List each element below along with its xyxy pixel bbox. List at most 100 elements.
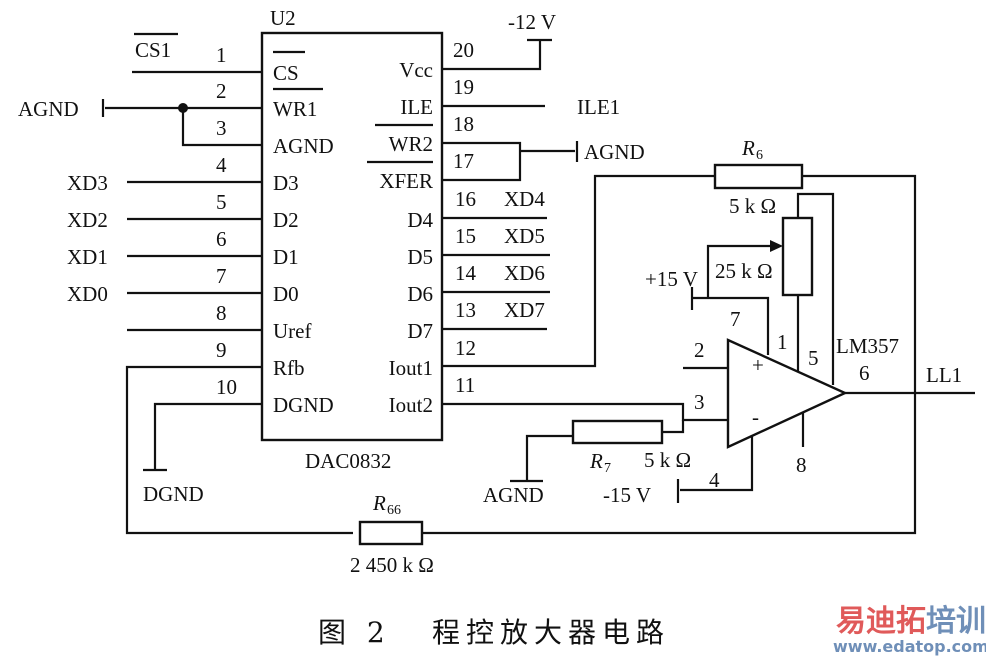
- pin-name: Iout1: [389, 356, 433, 380]
- left-pin-numbers: 1 2 3 4 5 6 7 8 9 10: [216, 43, 237, 399]
- opamp-minus: -: [752, 405, 759, 429]
- opamp-pin-number: 3: [694, 390, 705, 414]
- wiper-wire: [706, 244, 770, 298]
- net-vneg15: -15 V: [603, 483, 651, 507]
- ic-ref-label: U2: [270, 6, 296, 30]
- left-pin-wires: [101, 70, 353, 535]
- net-xd0: XD0: [67, 282, 108, 306]
- pin-number: 15: [455, 224, 476, 248]
- net-output: LL1: [926, 363, 962, 387]
- net-xd3: XD3: [67, 171, 108, 195]
- feedback-wire: [423, 174, 917, 535]
- r66-ref: R: [372, 491, 386, 515]
- r66-sub: 66: [387, 503, 401, 518]
- pin-name: WR2: [389, 132, 433, 156]
- pin3-wire: [181, 108, 262, 147]
- pin-number: 19: [453, 75, 474, 99]
- pin-number: 3: [216, 116, 227, 140]
- opamp-pin-number: 8: [796, 453, 807, 477]
- pin-name: AGND: [273, 134, 334, 158]
- opamp-pin-number: 5: [808, 346, 819, 370]
- pin-number: 10: [216, 375, 237, 399]
- net-cs1: CS1: [135, 38, 171, 62]
- pin-name: D7: [407, 319, 433, 343]
- pin-number: 18: [453, 112, 474, 136]
- pin-number: 2: [216, 79, 227, 103]
- pin-number: 6: [216, 227, 227, 251]
- pin-name: D3: [273, 171, 299, 195]
- net-xd5: XD5: [504, 224, 545, 248]
- wiper-arrow-icon: [770, 240, 783, 252]
- pin-number: 20: [453, 38, 474, 62]
- pot-top-wire: [796, 192, 835, 385]
- opamp-plus: +: [752, 353, 764, 377]
- r7-right-wire: [662, 420, 685, 434]
- pin-number: 14: [455, 261, 477, 285]
- watermark-url: www.edatop.com: [833, 637, 986, 656]
- pin-name: D5: [407, 245, 433, 269]
- r66-resistor: [358, 520, 424, 546]
- pin-number: 5: [216, 190, 227, 214]
- right-pin-wires: [442, 38, 728, 422]
- r6-resistor: [713, 163, 804, 190]
- r6-ref: R: [741, 136, 755, 160]
- net-vneg12: -12 V: [508, 10, 556, 34]
- pin-name: D2: [273, 208, 299, 232]
- opamp-pin-number: 2: [694, 338, 705, 362]
- r6-value: 5 k Ω: [729, 194, 776, 218]
- pin-number: 11: [455, 373, 475, 397]
- pin-number: 7: [216, 264, 227, 288]
- pin-number: 12: [455, 336, 476, 360]
- net-xd4: XD4: [504, 187, 545, 211]
- r7-ref: R: [589, 449, 603, 473]
- r66-value: 2 450 k Ω: [350, 553, 434, 577]
- pin-name: Iout2: [389, 393, 433, 417]
- r7-resistor: [571, 419, 664, 445]
- pin-name: D6: [407, 282, 433, 306]
- lm357-opamp: [726, 338, 848, 449]
- pin7-wire: [692, 296, 770, 355]
- net-xd7: XD7: [504, 298, 545, 322]
- r7-left-wire: [525, 434, 573, 481]
- pin-name: D0: [273, 282, 299, 306]
- left-pin-names: CS WR1 AGND D3 D2 D1 D0 Uref Rfb DGND: [273, 50, 334, 417]
- pin18-17-wire: [442, 141, 522, 182]
- pin-name: CS: [273, 61, 299, 85]
- net-xd6: XD6: [504, 261, 545, 285]
- pin-number: 8: [216, 301, 227, 325]
- figure-title: 程控放大器电路: [432, 616, 670, 649]
- pin-name: Vcc: [399, 58, 433, 82]
- figure-number: 图 2: [318, 616, 391, 649]
- pin-number: 16: [455, 187, 476, 211]
- pin-number: 4: [216, 153, 227, 177]
- pin12-wire: [442, 174, 715, 368]
- opamp-pin-number: 1: [777, 330, 788, 354]
- pin-number: 9: [216, 338, 227, 362]
- pin-name: DGND: [273, 393, 334, 417]
- opamp-part: LM357: [836, 334, 899, 358]
- watermark-cn-red: 易迪拓: [836, 604, 926, 639]
- pin-number: 17: [453, 149, 474, 173]
- opamp-pin-number: 6: [859, 361, 870, 385]
- right-pin-names: Vcc ILE WR2 XFER D4 D5 D6 D7 Iout1 Iout2: [367, 58, 433, 417]
- pot-25k: [781, 216, 814, 297]
- pin-name: D4: [407, 208, 433, 232]
- net-agnd-left: AGND: [18, 97, 79, 121]
- opamp-pin4-wire: [680, 435, 754, 492]
- net-agnd-bottom: AGND: [483, 483, 544, 507]
- pin-name: D1: [273, 245, 299, 269]
- net-xd1: XD1: [67, 245, 108, 269]
- pot-value: 25 k Ω: [715, 259, 773, 283]
- pin-name: ILE: [400, 95, 433, 119]
- r7-value: 5 k Ω: [644, 448, 691, 472]
- net-agnd-right: AGND: [584, 140, 645, 164]
- net-ile1: ILE1: [577, 95, 620, 119]
- pin-name: WR1: [273, 97, 317, 121]
- pin9-wire: [125, 365, 353, 535]
- pin-number: 13: [455, 298, 476, 322]
- dac0832-body: [260, 31, 444, 442]
- pin-name: XFER: [379, 169, 433, 193]
- net-vpos15: +15 V: [645, 267, 698, 291]
- pin-name: Rfb: [273, 356, 305, 380]
